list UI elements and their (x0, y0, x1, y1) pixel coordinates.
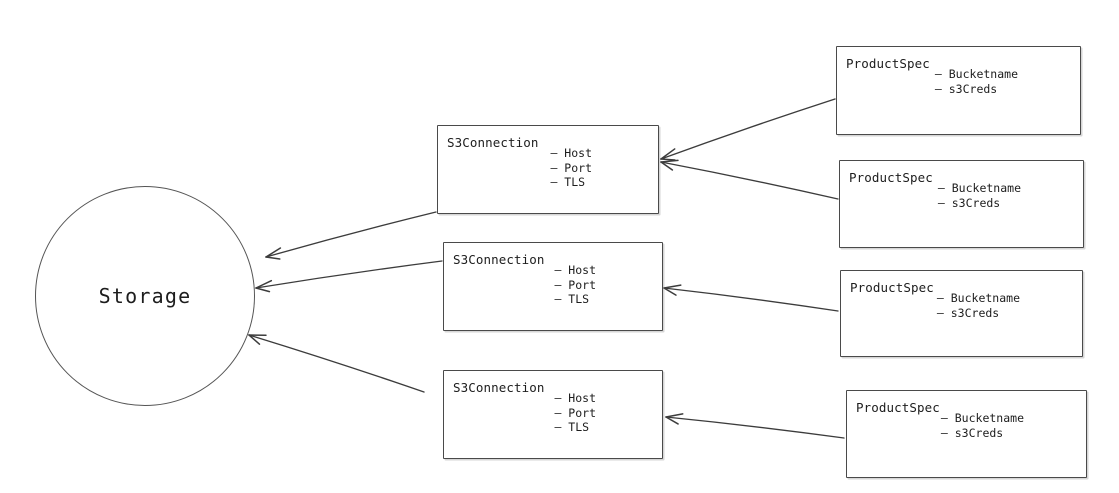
storage-label: Storage (98, 284, 192, 308)
product-attribute: – s3Creds (937, 195, 1001, 210)
connection-title: S3Connection (447, 135, 539, 150)
product-attribute: – Bucketname (936, 291, 1020, 305)
connection-box[interactable]: S3Connection – Host– Port– TLS (437, 125, 659, 214)
edge-arrow (663, 284, 839, 312)
product-attribute-list: – Bucketname– s3Creds (938, 181, 1021, 210)
connection-attribute: – TLS (554, 292, 590, 306)
connection-attribute: – Host (550, 146, 592, 160)
product-box[interactable]: ProductSpec– Bucketname– s3Creds (846, 390, 1087, 478)
storage-node[interactable]: Storage (35, 186, 255, 406)
product-title: ProductSpec (850, 280, 934, 295)
product-attribute: – Bucketname (940, 411, 1024, 425)
product-title: ProductSpec (846, 56, 930, 71)
product-attribute: – s3Creds (936, 305, 1000, 320)
connection-title: S3Connection (453, 252, 545, 267)
product-attribute-list: – Bucketname– s3Creds (935, 67, 1018, 96)
product-attribute: – s3Creds (934, 81, 998, 96)
product-attribute-list: – Bucketname– s3Creds (941, 411, 1024, 440)
edge-arrow (660, 159, 839, 200)
connection-attribute: – Port (550, 160, 592, 175)
edge-arrow (248, 334, 425, 393)
connection-box[interactable]: S3Connection – Host– Port– TLS (443, 242, 663, 331)
connection-attribute: – TLS (550, 175, 586, 189)
connection-attribute: – Host (554, 263, 596, 277)
product-attribute-list: – Bucketname– s3Creds (937, 291, 1020, 320)
connection-attribute: – TLS (554, 420, 590, 434)
product-attribute: – Bucketname (937, 181, 1021, 195)
product-attribute: – Bucketname (934, 67, 1018, 81)
product-box[interactable]: ProductSpec– Bucketname– s3Creds (840, 270, 1083, 357)
product-box[interactable]: ProductSpec – Bucketname– s3Creds (839, 160, 1084, 248)
edge-arrow (660, 98, 836, 161)
connection-attribute: – Port (554, 405, 596, 420)
connection-attribute-list: – Host– Port– TLS (550, 146, 592, 190)
edge-arrow (255, 260, 443, 293)
connection-title: S3Connection (453, 380, 545, 395)
connection-attribute: – Port (554, 277, 596, 292)
product-attribute: – s3Creds (940, 425, 1004, 440)
edge-arrow (665, 413, 845, 439)
product-box[interactable]: ProductSpec – Bucketname– s3Creds (836, 46, 1081, 135)
connection-attribute-list: – Host– Port– TLS (554, 263, 596, 307)
edge-arrow (265, 211, 437, 260)
connection-attribute: – Host (554, 391, 596, 405)
product-title: ProductSpec (856, 400, 940, 415)
product-title: ProductSpec (849, 170, 933, 185)
connection-attribute-list: – Host– Port– TLS (554, 391, 596, 435)
connection-box[interactable]: S3Connection – Host– Port– TLS (443, 370, 663, 459)
